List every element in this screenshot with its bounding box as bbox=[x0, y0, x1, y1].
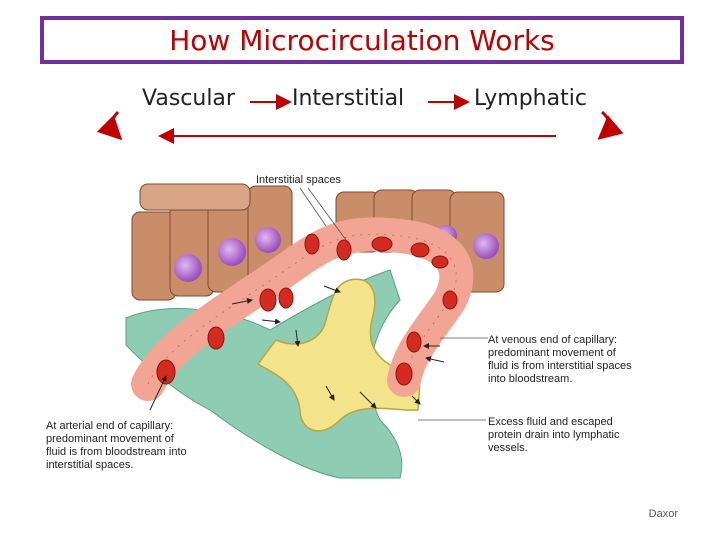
red-blood-cell bbox=[278, 287, 294, 309]
leader-lines bbox=[299, 187, 488, 421]
cycle-arrow-left bbox=[96, 110, 123, 141]
flow-step-interstitial: Interstitial bbox=[292, 86, 405, 111]
red-blood-cell bbox=[406, 331, 422, 353]
nucleus bbox=[218, 238, 246, 266]
red-blood-cell bbox=[336, 239, 352, 261]
red-blood-cell bbox=[395, 362, 413, 386]
red-blood-cell bbox=[156, 359, 176, 385]
lymphatic-vessel bbox=[256, 278, 421, 432]
label-interstitial-spaces: Interstitial spaces bbox=[256, 174, 341, 186]
nucleus bbox=[174, 254, 202, 282]
caption-venous-end: At venous end of capillary: predominant … bbox=[488, 334, 632, 385]
credit-text: Daxor bbox=[648, 508, 678, 520]
nucleus bbox=[473, 233, 499, 259]
flow-step-vascular: Vascular bbox=[142, 86, 235, 111]
red-blood-cell bbox=[371, 236, 393, 252]
red-blood-cell bbox=[431, 255, 449, 269]
red-blood-cell bbox=[442, 290, 458, 310]
red-blood-cell bbox=[207, 326, 225, 350]
title-box: How Microcirculation Works bbox=[40, 16, 684, 64]
nucleus bbox=[255, 227, 281, 253]
red-blood-cell bbox=[304, 233, 320, 255]
red-blood-cell bbox=[259, 288, 277, 312]
cell-layer-left bbox=[131, 183, 293, 301]
capillary bbox=[131, 217, 474, 401]
flow-step-lymphatic: Lymphatic bbox=[474, 86, 587, 111]
red-blood-cells bbox=[156, 233, 458, 386]
flow-arrows bbox=[96, 94, 624, 144]
slide-title: How Microcirculation Works bbox=[169, 23, 555, 57]
cycle-arrow-right bbox=[597, 110, 624, 140]
fluid-movement-arrows bbox=[149, 285, 445, 411]
caption-arterial-end: At arterial end of capillary: predominan… bbox=[46, 420, 187, 471]
caption-excess-fluid: Excess fluid and escaped protein drain i… bbox=[488, 416, 620, 454]
red-blood-cell bbox=[410, 242, 430, 258]
